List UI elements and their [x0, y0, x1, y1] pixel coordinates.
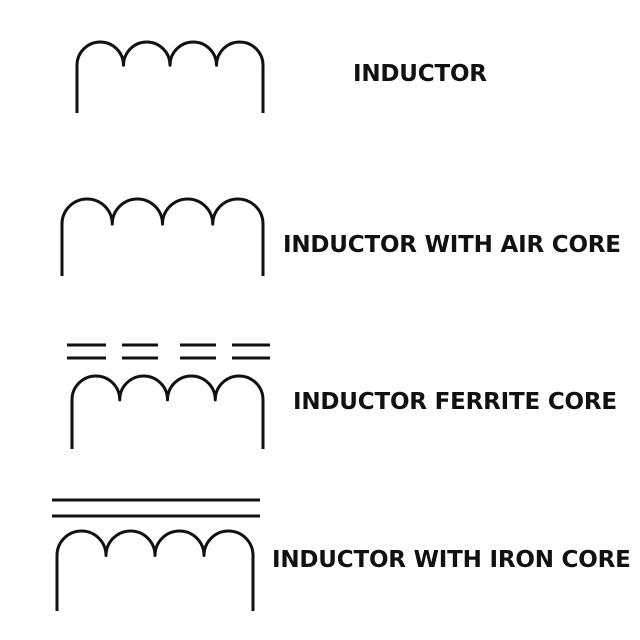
air-core-inductor-label: INDUCTOR WITH AIR CORE: [283, 232, 621, 258]
ferrite-core-dashes: [67, 343, 270, 360]
iron-core-inductor-label: INDUCTOR WITH IRON CORE: [272, 547, 631, 573]
ferrite-core-inductor-coil: [70, 374, 265, 449]
air-core-inductor-coil: [60, 197, 265, 276]
iron-core-inductor-coil: [55, 529, 255, 611]
inductor-label: INDUCTOR: [353, 61, 487, 87]
inductor-coil: [75, 40, 265, 113]
ferrite-core-inductor-label: INDUCTOR FERRITE CORE: [293, 389, 617, 415]
